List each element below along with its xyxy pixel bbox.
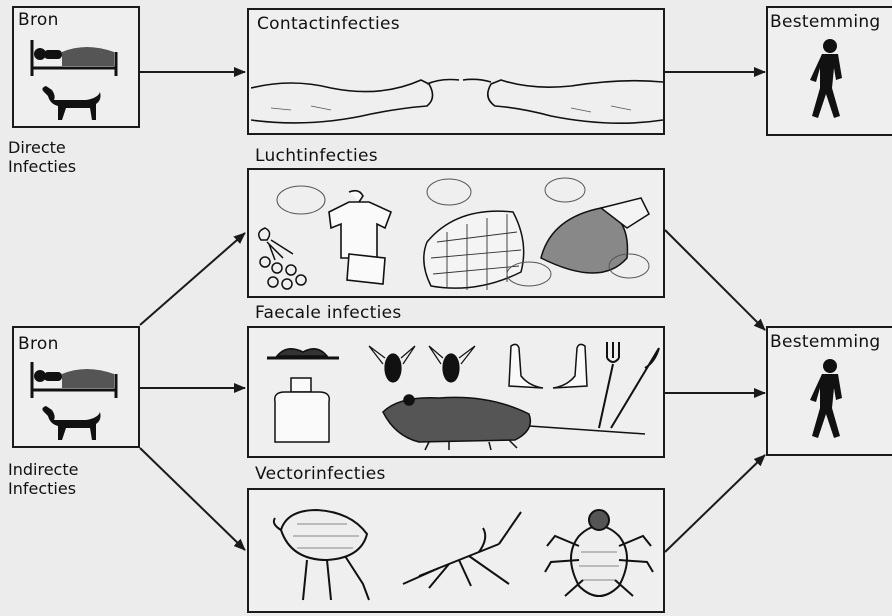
flea-icon (267, 504, 379, 604)
contact-infections-label: Contactinfecties (257, 14, 400, 34)
direct-source-box: Bron (12, 6, 140, 128)
touching-hands-icon (251, 58, 663, 132)
air-infections-box (247, 168, 665, 298)
destination-bottom-label: Bestemming (770, 332, 881, 352)
rat-icon (379, 390, 649, 454)
bed-patient-icon (26, 360, 122, 400)
arrow-indirect-to-air (140, 233, 245, 325)
arrow-air-to-destination (665, 230, 765, 330)
dog-icon (36, 402, 112, 446)
faecal-infections-box (247, 326, 665, 458)
direct-source-label: Bron (18, 10, 59, 30)
food-plate-icon (263, 342, 345, 448)
dust-clouds-icon (249, 170, 663, 296)
flies-icon (365, 338, 483, 394)
arrow-vector-to-destination (665, 455, 765, 552)
indirect-source-label: Bron (18, 334, 59, 354)
mosquito-icon (399, 508, 523, 590)
direct-source-caption: Directe Infecties (8, 138, 76, 176)
vector-infections-box (247, 488, 665, 613)
bed-patient-icon (26, 38, 122, 78)
louse-icon (539, 496, 659, 610)
hands-icon (503, 336, 593, 396)
indirect-source-box: Bron (12, 326, 140, 448)
faecal-infections-label: Faecale infecties (255, 303, 402, 323)
destination-top-label: Bestemming (770, 12, 881, 32)
walking-person-icon (808, 358, 848, 442)
vector-infections-label: Vectorinfecties (255, 464, 386, 484)
arrow-indirect-to-vector (140, 448, 245, 550)
indirect-source-caption: Indirecte Infecties (8, 460, 78, 498)
destination-top-box: Bestemming (766, 6, 892, 136)
walking-person-icon (808, 38, 848, 122)
dog-icon (36, 82, 112, 126)
contact-infections-box: Contactinfecties (247, 8, 665, 135)
air-infections-label: Luchtinfecties (255, 146, 378, 166)
destination-bottom-box: Bestemming (766, 326, 892, 456)
